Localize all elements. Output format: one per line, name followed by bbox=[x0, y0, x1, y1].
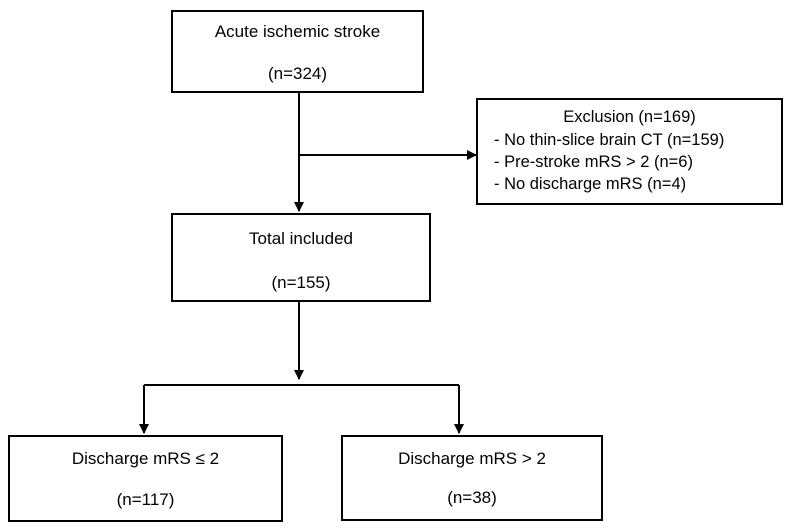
acute-stroke-box: Acute ischemic stroke (n=324) bbox=[171, 10, 424, 93]
total-included-count: (n=155) bbox=[271, 273, 331, 292]
poor-outcome-box: Discharge mRS > 2 (n=38) bbox=[341, 435, 603, 521]
exclusion-item: - No discharge mRS (n=4) bbox=[494, 175, 687, 193]
exclusion-title: Exclusion (n=169) bbox=[563, 108, 696, 126]
exclusion-box: Exclusion (n=169) - No thin-slice brain … bbox=[476, 98, 783, 205]
acute-stroke-count: (n=324) bbox=[267, 64, 328, 83]
acute-stroke-title: Acute ischemic stroke bbox=[214, 22, 381, 41]
exclusion-item: - No thin-slice brain CT (n=159) bbox=[494, 131, 725, 149]
good-outcome-box: Discharge mRS ≤ 2 (n=117) bbox=[8, 435, 283, 522]
exclusion-item: - Pre-stroke mRS > 2 (n=6) bbox=[494, 153, 693, 171]
poor-outcome-count: (n=38) bbox=[447, 488, 497, 507]
total-included-box: Total included (n=155) bbox=[171, 213, 431, 302]
good-outcome-title: Discharge mRS ≤ 2 bbox=[71, 449, 220, 468]
good-outcome-count: (n=117) bbox=[116, 490, 175, 509]
total-included-title: Total included bbox=[249, 229, 353, 248]
poor-outcome-title: Discharge mRS > 2 bbox=[398, 449, 546, 468]
